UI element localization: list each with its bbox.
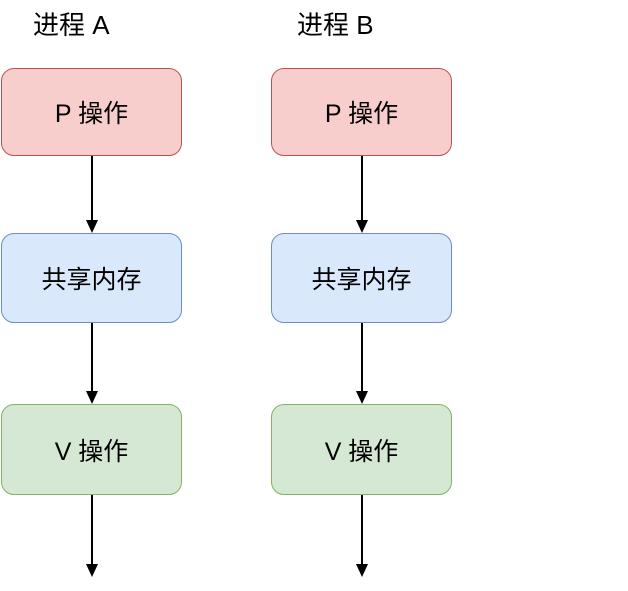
node-p-operation-b: P 操作 bbox=[271, 68, 452, 156]
arrow-shaft bbox=[360, 323, 363, 395]
arrow-shaft bbox=[360, 495, 363, 568]
arrow-down-icon bbox=[355, 495, 369, 577]
arrow-head bbox=[355, 391, 368, 404]
arrow-down-icon bbox=[85, 495, 99, 577]
arrow-shaft bbox=[90, 495, 93, 568]
node-p-operation-a: P 操作 bbox=[1, 68, 182, 156]
node-shared-memory-b: 共享内存 bbox=[271, 233, 452, 323]
arrow-shaft bbox=[90, 156, 93, 224]
column-title-process-a: 进程 A bbox=[33, 10, 110, 40]
node-v-operation-b: V 操作 bbox=[271, 404, 452, 495]
arrow-down-icon bbox=[85, 156, 99, 233]
node-shared-memory-a: 共享内存 bbox=[1, 233, 182, 323]
arrow-head bbox=[85, 564, 98, 577]
arrow-down-icon bbox=[355, 156, 369, 233]
arrow-down-icon bbox=[85, 323, 99, 404]
arrow-head bbox=[355, 220, 368, 233]
node-v-operation-a: V 操作 bbox=[1, 404, 182, 495]
arrow-down-icon bbox=[355, 323, 369, 404]
column-title-process-b: 进程 B bbox=[297, 10, 374, 40]
arrow-head bbox=[85, 391, 98, 404]
arrow-head bbox=[355, 564, 368, 577]
arrow-shaft bbox=[90, 323, 93, 395]
arrow-head bbox=[85, 220, 98, 233]
arrow-shaft bbox=[360, 156, 363, 224]
